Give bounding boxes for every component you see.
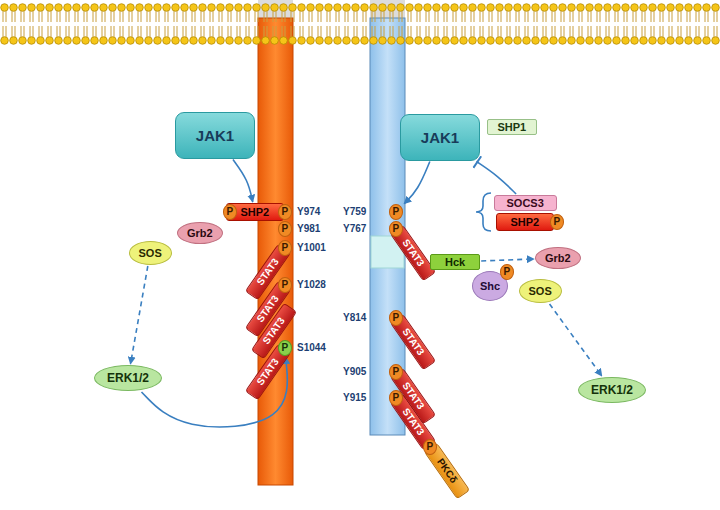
lipid-bilayer: [0, 2, 720, 46]
node-text: P: [282, 279, 289, 291]
node-text: P: [282, 223, 289, 235]
phospho-site: P: [389, 310, 404, 326]
node-text: SHP1: [498, 121, 527, 133]
residue-label: Y1028: [297, 279, 326, 291]
residue-label: Y1001: [297, 242, 326, 254]
node-text: P: [504, 266, 511, 278]
node-text: JAK1: [196, 127, 234, 144]
phospho-site: P: [500, 264, 515, 280]
node-text: P: [393, 312, 400, 324]
node-text: PKCδ: [434, 456, 459, 485]
node-text: SOCS3: [507, 197, 544, 209]
node-text: ERK1/2: [591, 383, 633, 397]
phospho-site: P: [278, 221, 293, 237]
residue-label: Y905: [343, 366, 366, 378]
residue-label: Y814: [343, 312, 366, 324]
phosphatase-box: SHP1: [487, 119, 538, 135]
kinase-ellipse: ERK1/2: [94, 365, 162, 391]
phospho-site: P: [278, 204, 293, 220]
signal-arrow: [404, 162, 430, 204]
signal-arrow: [130, 266, 147, 364]
receptor-chain: [370, 18, 405, 435]
group-bracket: [476, 193, 491, 231]
node-text: Grb2: [545, 252, 571, 264]
node-text: P: [282, 342, 289, 354]
signal-arrow: [233, 160, 253, 203]
node-text: Hck: [445, 256, 465, 268]
node-text: SOS: [529, 285, 552, 297]
node-text: Grb2: [187, 227, 213, 239]
kinase-box: JAK1: [400, 114, 480, 161]
phospho-site: P: [550, 214, 565, 230]
kinase-ellipse: ERK1/2: [578, 377, 646, 403]
phospho-site: P: [389, 221, 404, 237]
node-text: P: [282, 206, 289, 218]
residue-label: Y974: [297, 206, 320, 218]
node-text: P: [393, 223, 400, 235]
phospho-site: P: [278, 277, 293, 293]
phospho-site: P: [389, 364, 404, 380]
phospho-site: P: [278, 340, 293, 356]
phospho-site: P: [389, 390, 404, 406]
node-text: P: [554, 216, 561, 228]
residue-label: Y915: [343, 392, 366, 404]
phospho-site: P: [389, 204, 404, 220]
node-text: SOS: [139, 247, 162, 259]
adaptor-ellipse: Grb2: [535, 247, 581, 269]
inhibition-line: [476, 162, 516, 195]
node-text: P: [393, 392, 400, 404]
gef-ellipse: SOS: [519, 279, 562, 303]
adaptor-ellipse: Grb2: [177, 222, 223, 244]
node-text: P: [393, 366, 400, 378]
residue-label: Y767: [343, 223, 366, 235]
phosphatase-bar: SHP2: [496, 213, 555, 231]
kinase-box: JAK1: [175, 112, 255, 159]
phospho-site: P: [223, 204, 238, 220]
node-text: JAK1: [421, 129, 459, 146]
residue-label: Y759: [343, 206, 366, 218]
inhibitor-bar: SOCS3: [494, 195, 557, 211]
phospho-site: P: [278, 240, 293, 256]
signal-arrow: [550, 304, 602, 376]
node-text: P: [427, 441, 434, 453]
phospho-site: P: [423, 439, 438, 455]
kinase-bar: Hck: [430, 254, 480, 270]
node-text: SHP2: [511, 216, 540, 228]
node-text: SHP2: [241, 206, 270, 218]
residue-label: S1044: [297, 342, 326, 354]
node-text: P: [227, 206, 234, 218]
node-text: P: [282, 242, 289, 254]
node-text: Shc: [480, 280, 500, 292]
signal-arrow: [481, 259, 534, 261]
gef-ellipse: SOS: [129, 241, 172, 265]
node-text: P: [393, 206, 400, 218]
node-text: ERK1/2: [107, 371, 149, 385]
residue-label: Y981: [297, 223, 320, 235]
